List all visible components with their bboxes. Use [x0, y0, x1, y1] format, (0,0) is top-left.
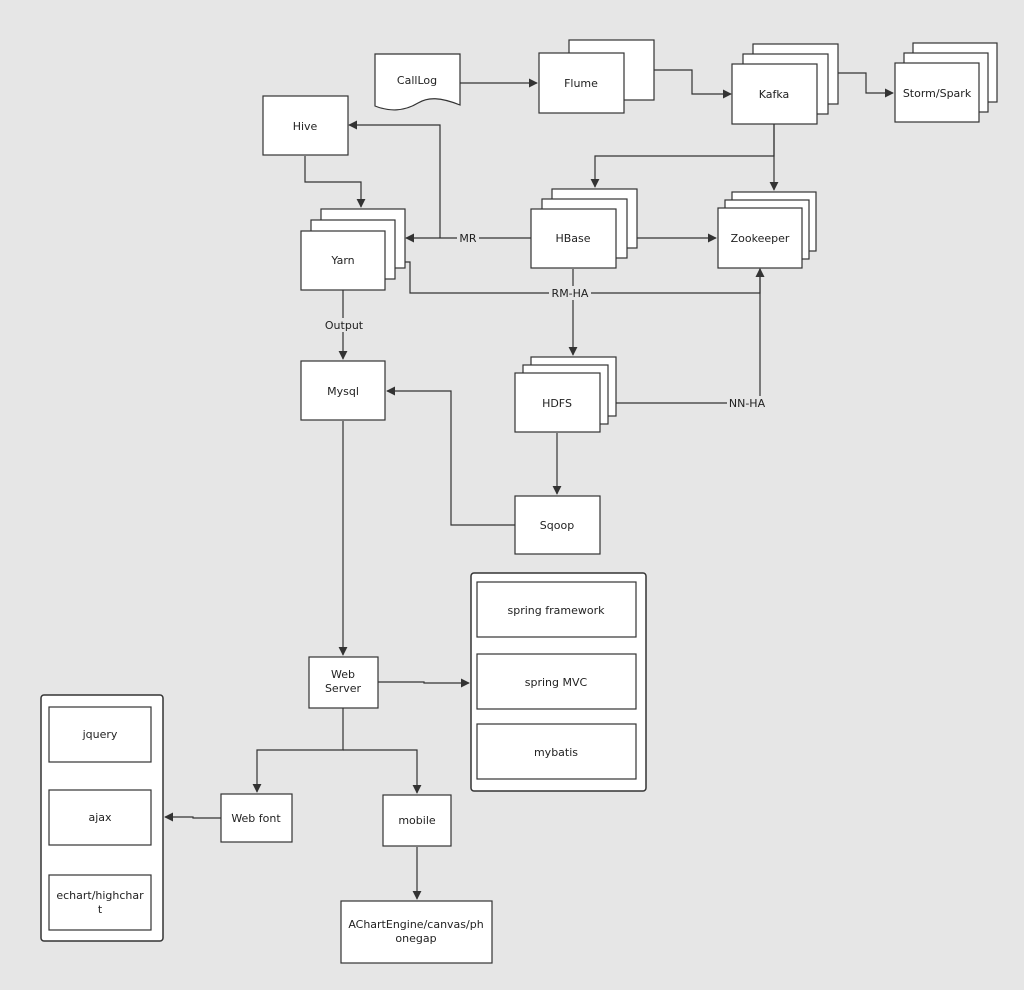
mysql-node[interactable]: Mysql: [300, 360, 386, 421]
zookeeper-node[interactable]: Zookeeper: [717, 191, 817, 269]
jquery-node[interactable]: jquery: [48, 706, 152, 763]
edge-flume-kafka: [654, 69, 732, 99]
flume-label: Flume: [564, 77, 598, 90]
yarn-node[interactable]: Yarn: [300, 208, 406, 291]
output-label: Output: [325, 319, 364, 332]
calllog-node[interactable]: CallLog: [374, 53, 461, 111]
output-label-bg: [322, 318, 366, 332]
zookeeper-label: Zookeeper: [731, 232, 790, 245]
web-server-label-line2: Server: [325, 682, 362, 695]
jquery-label: jquery: [82, 728, 118, 741]
achart-label-line1: AChartEngine/canvas/ph: [348, 918, 483, 931]
mr-label: MR: [459, 232, 476, 245]
spring-mvc-node[interactable]: spring MVC: [476, 653, 637, 710]
spring-framework-node[interactable]: spring framework: [476, 581, 637, 638]
hdfs-label: HDFS: [542, 397, 572, 410]
flume-node[interactable]: Flume: [538, 39, 655, 114]
web-server-label-line1: Web: [331, 668, 355, 681]
edge-kafka-storm: [838, 72, 894, 98]
mysql-label: Mysql: [327, 385, 359, 398]
hive-node[interactable]: Hive: [262, 95, 349, 156]
sqoop-node[interactable]: Sqoop: [514, 495, 601, 555]
spring-framework-label: spring framework: [508, 604, 606, 617]
achart-label-line2: onegap: [395, 932, 436, 945]
hbase-node[interactable]: HBase: [530, 188, 638, 269]
echart-node[interactable]: echart/highchar t: [48, 874, 152, 931]
edge-mr-hive: [348, 120, 441, 238]
mobile-node[interactable]: mobile: [382, 794, 452, 847]
mobile-label: mobile: [398, 814, 436, 827]
hdfs-node[interactable]: HDFS: [514, 356, 617, 433]
calllog-label: CallLog: [397, 74, 437, 87]
edge-kafka-hbase: [590, 124, 775, 188]
edge-sqoop-mysql: [386, 386, 515, 526]
web-font-label: Web font: [231, 812, 281, 825]
edge-webfont-frontend: [164, 812, 221, 822]
web-font-node[interactable]: Web font: [220, 793, 293, 843]
mr-label-bg: [457, 231, 479, 245]
storm-spark-label: Storm/Spark: [903, 87, 972, 100]
web-server-node[interactable]: Web Server: [308, 656, 379, 709]
edge-webserver-spring: [378, 678, 470, 688]
edge-labels: MR RM-HA Output NN-HA: [322, 231, 767, 410]
kafka-node[interactable]: Kafka: [731, 43, 839, 125]
edge-webserver-mobile: [343, 749, 422, 794]
echart-label-line2: t: [98, 903, 103, 916]
nn-ha-label: NN-HA: [729, 397, 766, 410]
nn-ha-label-bg: [727, 396, 767, 410]
rm-ha-label-bg: [549, 286, 591, 300]
achart-node[interactable]: AChartEngine/canvas/ph onegap: [340, 900, 493, 964]
rm-ha-label: RM-HA: [552, 287, 589, 300]
ajax-node[interactable]: ajax: [48, 789, 152, 846]
echart-label-line1: echart/highchar: [56, 889, 144, 902]
storm-spark-node[interactable]: Storm/Spark: [894, 42, 998, 123]
kafka-label: Kafka: [759, 88, 790, 101]
hive-label: Hive: [293, 120, 318, 133]
edge-hdfs-zookeeper-nnha: [616, 268, 765, 404]
sqoop-label: Sqoop: [540, 519, 574, 532]
spring-mvc-label: spring MVC: [525, 676, 588, 689]
yarn-label: Yarn: [330, 254, 354, 267]
mybatis-label: mybatis: [534, 746, 578, 759]
edge-webserver-webfont: [252, 708, 344, 793]
ajax-label: ajax: [88, 811, 112, 824]
hbase-label: HBase: [555, 232, 590, 245]
edge-hive-yarn: [304, 156, 366, 208]
mybatis-node[interactable]: mybatis: [476, 723, 637, 780]
